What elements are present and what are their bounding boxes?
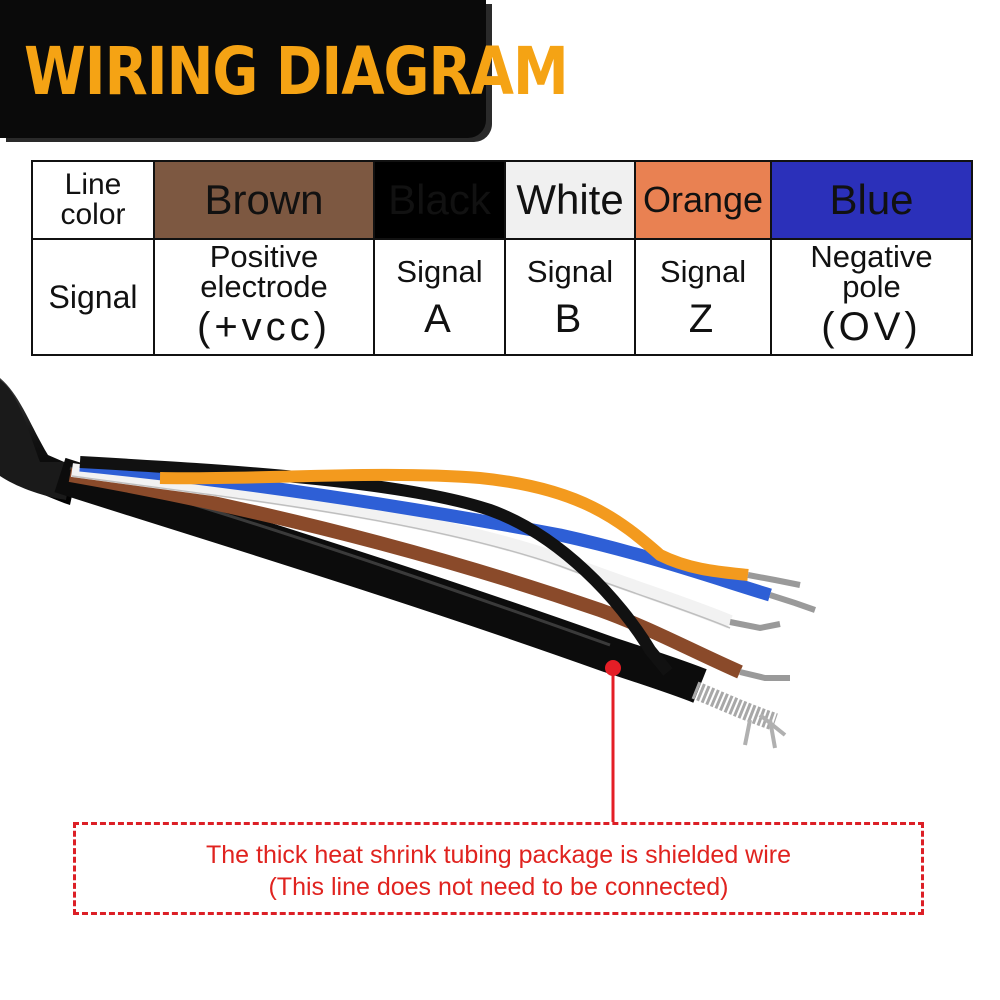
wire-white-tip <box>729 619 781 632</box>
signal-brown-line2: electrode <box>200 269 328 304</box>
wire-orange-tip <box>747 572 801 588</box>
title-banner: WIRING DIAGRAM <box>0 0 569 138</box>
color-cell-brown: Brown <box>153 160 375 240</box>
shielded-wire <box>54 457 707 703</box>
color-cell-orange: Orange <box>634 160 772 240</box>
header-line-color-word2: color <box>60 198 126 231</box>
color-cell-blue: Blue <box>770 160 973 240</box>
header-signal: Signal <box>31 238 155 356</box>
signal-blue-line1: Negative <box>810 239 933 274</box>
signal-orange-line1: Signal <box>659 254 747 289</box>
signal-cell-white: Signal B <box>504 238 636 356</box>
cable-jacket-end <box>0 380 72 500</box>
signal-blue-line2: pole <box>842 269 901 304</box>
signal-orange-code: Z <box>688 297 718 341</box>
signal-black-line1: Signal <box>396 254 483 289</box>
table-row-line-color: Line color Brown Black White Orange Blue <box>31 160 973 240</box>
signal-white-code: B <box>554 297 586 341</box>
callout-dot <box>605 660 621 676</box>
signal-brown-line1: Positive <box>209 239 319 274</box>
color-cell-black: Black <box>373 160 506 240</box>
color-cell-white: White <box>504 160 636 240</box>
signal-cell-blue: Negative pole (OV) <box>770 238 973 356</box>
wire-black <box>79 456 673 676</box>
signal-cell-black: Signal A <box>373 238 506 356</box>
signal-white-line1: Signal <box>526 254 614 289</box>
header-line-color-word1: Line <box>64 168 122 201</box>
header-line-color: Line color <box>31 160 155 240</box>
shielded-wire-note: The thick heat shrink tubing package is … <box>73 822 924 915</box>
wire-brown <box>68 468 743 679</box>
signal-cell-orange: Signal Z <box>634 238 772 356</box>
wire-brown-tip <box>739 669 790 681</box>
signal-brown-code: (+vcc) <box>197 305 331 349</box>
wire-white-edge <box>71 475 731 629</box>
note-line1: The thick heat shrink tubing package is … <box>205 841 792 869</box>
table-row-signal: Signal Positive electrode (+vcc) Signal … <box>31 238 973 356</box>
wire-blue-tip <box>769 592 816 613</box>
page-title: WIRING DIAGRAM <box>24 34 569 111</box>
wiring-table: Line color Brown Black White Orange Blue… <box>31 160 973 356</box>
signal-cell-brown: Positive electrode (+vcc) <box>153 238 375 356</box>
signal-blue-code: (OV) <box>821 305 922 349</box>
wire-white <box>71 463 733 629</box>
braided-shield-tip <box>743 713 787 749</box>
note-line2: (This line does not need to be connected… <box>268 873 729 901</box>
wire-orange <box>159 468 749 581</box>
signal-black-code: A <box>424 297 455 341</box>
